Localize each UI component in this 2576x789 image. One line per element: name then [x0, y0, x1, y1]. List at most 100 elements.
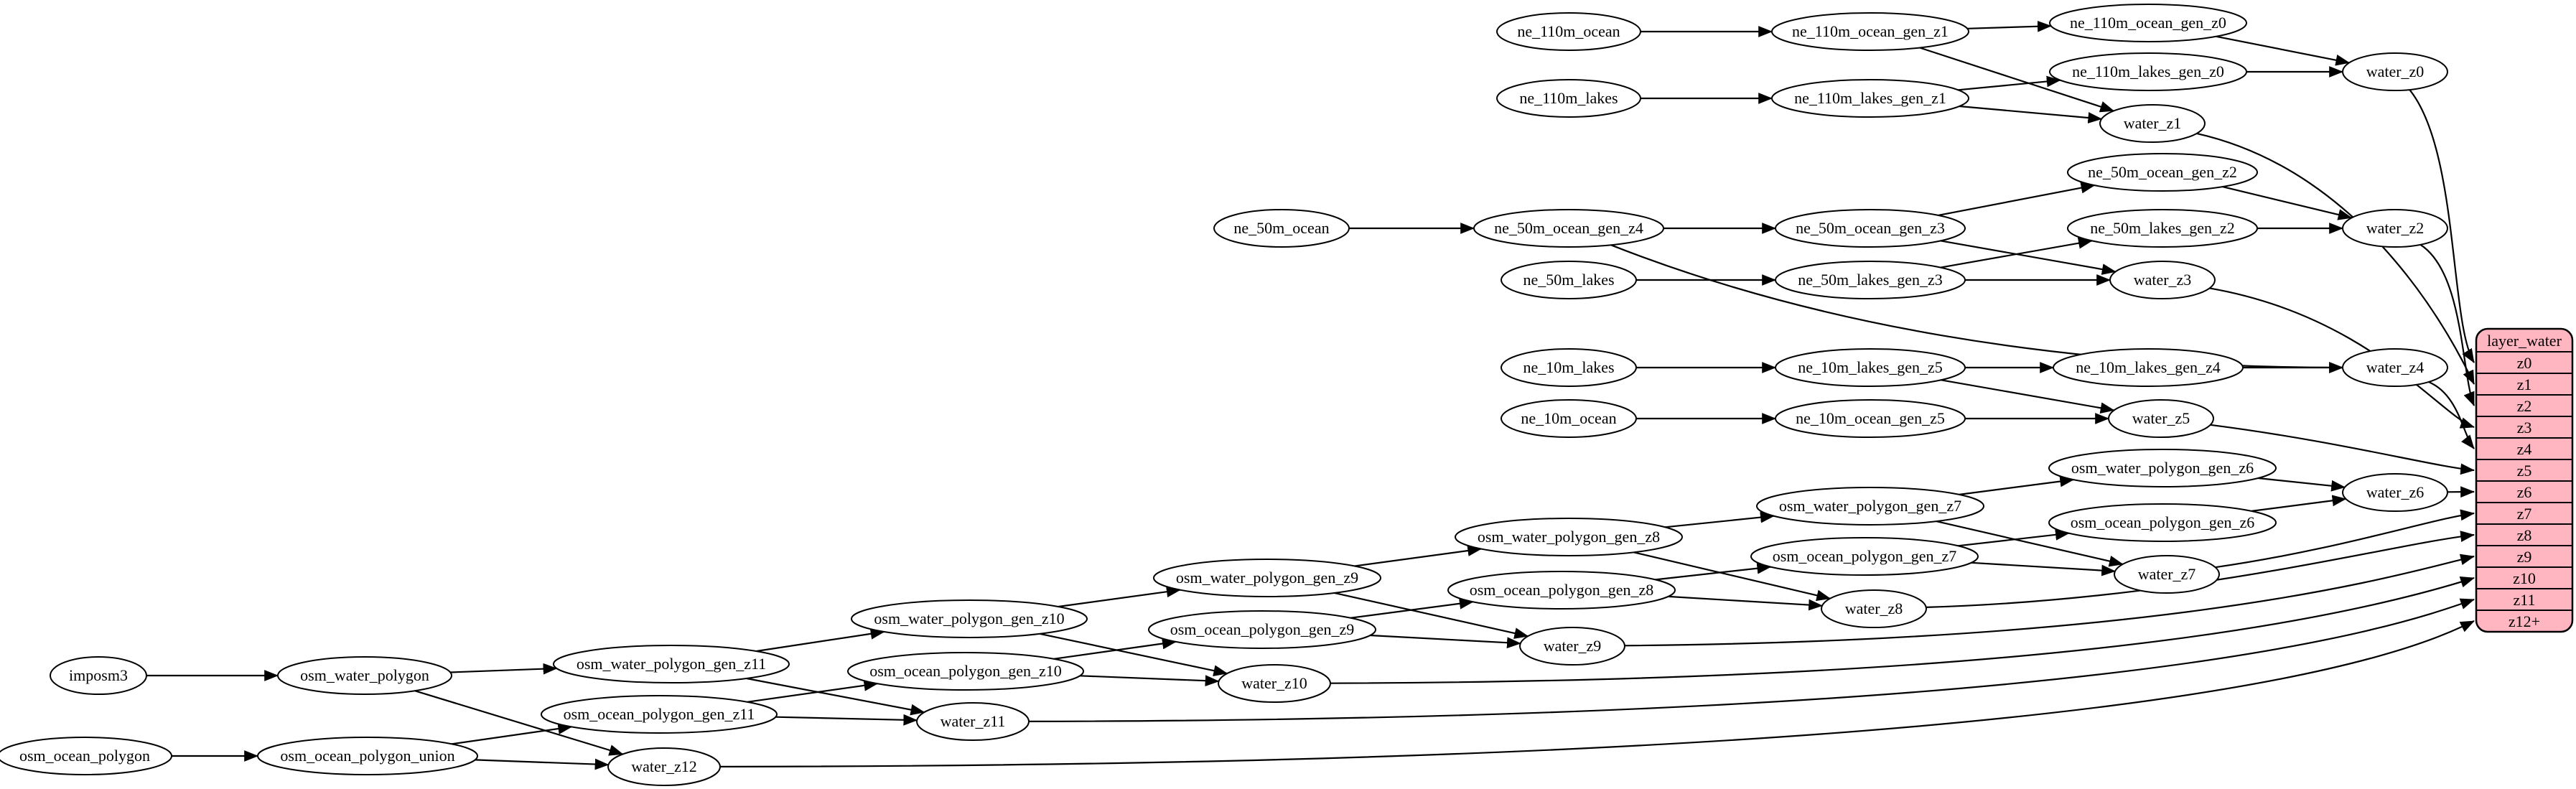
graph-edge-water_z0-to-layer_water:z0 [2409, 89, 2475, 363]
graph-edge-ne_110m_ocean_gen_z1-to-water_z1 [1919, 47, 2115, 113]
graph-node-ne_10m_ocean_gen_z5: ne_10m_ocean_gen_z5 [1775, 399, 1966, 438]
graph-node-water_z5: water_z5 [2108, 399, 2214, 438]
graph-node-ne_10m_ocean: ne_10m_ocean [1501, 399, 1637, 438]
layer-water-row-z2: z2 [2517, 397, 2532, 415]
graph-node-imposm3: imposm3 [50, 656, 147, 695]
graph-node-ne_50m_ocean_gen_z2: ne_50m_ocean_gen_z2 [2067, 153, 2258, 192]
graph-node-label-osm_ocean_polygon_union: osm_ocean_polygon_union [280, 747, 454, 765]
layer-water-title: layer_water [2487, 332, 2562, 350]
graph-edge-osm_water_polygon_gen_z9-to-water_z9 [1334, 592, 1529, 639]
graph-nodes: ne_110m_ocean ne_110m_ocean_gen_z1 ne_110m… [0, 4, 2448, 786]
graph-node-label-osm_ocean_polygon_gen_z8: osm_ocean_polygon_gen_z8 [1470, 581, 1654, 599]
graph-edge-osm_ocean_polygon_gen_z8-to-osm_ocean_polygon_gen_z7 [1655, 562, 1772, 581]
graph-node-osm_ocean_polygon_gen_z7: osm_ocean_polygon_gen_z7 [1750, 537, 1979, 576]
graph-edge-ne_50m_ocean_gen_z3-to-water_z3 [1941, 240, 2117, 275]
layer-water-row-z12+: z12+ [2509, 612, 2540, 630]
graph-node-label-osm_water_polygon_gen_z11: osm_water_polygon_gen_z11 [577, 655, 766, 673]
layer-water-row-z6: z6 [2517, 483, 2532, 501]
graph-node-label-water_z9: water_z9 [1544, 637, 1602, 655]
graph-edge-water_z8-to-layer_water:z8 [1926, 531, 2475, 608]
graph-node-label-water_z0: water_z0 [2366, 62, 2425, 80]
graph-edge-osm_ocean_polygon_gen_z7-to-water_z7 [1971, 561, 2116, 576]
layer-water-row-z4: z4 [2517, 440, 2532, 458]
graph-edge-osm_ocean_polygon_gen_z10-to-water_z10 [1080, 675, 1220, 687]
graph-edge-osm_water_polygon_gen_z11-to-osm_water_polygon_gen_z10 [756, 627, 885, 653]
graph-edge-osm_ocean_polygon_union-to-osm_ocean_polygon_gen_z11 [451, 723, 573, 745]
graph-node-label-osm_ocean_polygon: osm_ocean_polygon [19, 747, 150, 765]
graph-node-label-water_z1: water_z1 [2124, 114, 2182, 132]
graph-node-ne_50m_lakes: ne_50m_lakes [1501, 261, 1637, 299]
graph-edge-water_z5-to-layer_water:z5 [2210, 424, 2475, 475]
graph-node-water_z0: water_z0 [2342, 52, 2448, 91]
graph-node-osm_water_polygon_gen_z7: osm_water_polygon_gen_z7 [1756, 487, 1984, 526]
graph-node-osm_ocean_polygon_gen_z9: osm_ocean_polygon_gen_z9 [1148, 610, 1376, 649]
graph-node-label-osm_water_polygon_gen_z6: osm_water_polygon_gen_z6 [2071, 459, 2254, 477]
graph-node-label-osm_water_polygon_gen_z8: osm_water_polygon_gen_z8 [1478, 528, 1660, 546]
graph-node-label-osm_ocean_polygon_gen_z11: osm_ocean_polygon_gen_z11 [564, 705, 755, 723]
graph-node-water_z10: water_z10 [1218, 664, 1331, 703]
graph-edge-osm_ocean_polygon_union-to-water_z12 [475, 758, 610, 770]
graph-node-label-ne_10m_ocean_gen_z5: ne_10m_ocean_gen_z5 [1796, 409, 1945, 427]
graph-node-label-osm_ocean_polygon_gen_z10: osm_ocean_polygon_gen_z10 [869, 662, 1062, 680]
layer-water-row-z3: z3 [2517, 419, 2532, 436]
graph-node-osm_ocean_polygon_union: osm_ocean_polygon_union [257, 737, 478, 775]
graph-edge-osm_ocean_polygon_gen_z11-to-water_z11 [775, 714, 918, 726]
graph-node-osm_ocean_polygon_gen_z10: osm_ocean_polygon_gen_z10 [847, 652, 1084, 691]
graph-edge-osm_water_polygon-to-osm_water_polygon_gen_z11 [450, 663, 558, 675]
graph-node-label-imposm3: imposm3 [69, 666, 128, 684]
layer-water-row-z11: z11 [2514, 591, 2536, 609]
graph-edge-osm_ocean_polygon_gen_z7-to-osm_ocean_polygon_gen_z6 [1958, 528, 2070, 547]
graph-node-water_z6: water_z6 [2342, 473, 2448, 512]
graph-edge-water_z10-to-layer_water:z10 [1330, 576, 2475, 684]
graph-node-label-osm_water_polygon_gen_z10: osm_water_polygon_gen_z10 [874, 610, 1064, 627]
graph-node-label-ne_50m_lakes_gen_z3: ne_50m_lakes_gen_z3 [1798, 271, 1943, 289]
graph-node-label-water_z10: water_z10 [1241, 674, 1307, 692]
graph-edge-ne_50m_ocean_gen_z2-to-water_z2 [2222, 186, 2353, 220]
graph-edge-ne_110m_lakes_gen_z1-to-ne_110m_lakes_gen_z0 [1958, 75, 2061, 91]
graph-edge-osm_water_polygon-to-water_z12 [414, 690, 624, 756]
graph-node-label-osm_ocean_polygon_gen_z7: osm_ocean_polygon_gen_z7 [1773, 547, 1957, 565]
graph-node-osm_ocean_polygon_gen_z6: osm_ocean_polygon_gen_z6 [2048, 503, 2277, 542]
graph-node-label-osm_water_polygon_gen_z9: osm_water_polygon_gen_z9 [1176, 569, 1358, 587]
graph-node-label-water_z12: water_z12 [631, 757, 697, 775]
graph-edge-osm_water_polygon_gen_z11-to-water_z11 [746, 677, 925, 716]
graph-edge-osm_ocean_polygon_gen_z11-to-osm_ocean_polygon_gen_z10 [747, 679, 879, 703]
graph-node-label-water_z4: water_z4 [2366, 358, 2425, 376]
graph-node-ne_110m_ocean_gen_z0: ne_110m_ocean_gen_z0 [2049, 4, 2247, 42]
graph-node-label-ne_10m_lakes_gen_z5: ne_10m_lakes_gen_z5 [1798, 358, 1943, 376]
graph-edge-osm_water_polygon_gen_z7-to-osm_water_polygon_gen_z6 [1959, 475, 2075, 495]
graph-edge-osm_ocean_polygon_gen_z6-to-water_z6 [2251, 495, 2347, 512]
layer-water-row-z7: z7 [2517, 505, 2532, 523]
layer-water-row-z0: z0 [2517, 354, 2532, 372]
graph-node-water_z11: water_z11 [916, 702, 1030, 741]
graph-node-label-ne_110m_lakes_gen_z0: ne_110m_lakes_gen_z0 [2072, 62, 2224, 80]
graph-node-ne_50m_lakes_gen_z3: ne_50m_lakes_gen_z3 [1775, 261, 1966, 299]
graph-node-label-osm_ocean_polygon_gen_z6: osm_ocean_polygon_gen_z6 [2071, 513, 2255, 531]
layer-water-row-z8: z8 [2517, 526, 2532, 544]
graph-node-osm_water_polygon_gen_z10: osm_water_polygon_gen_z10 [851, 599, 1088, 638]
graph-node-ne_110m_ocean: ne_110m_ocean [1496, 12, 1641, 51]
graph-edge-osm_water_polygon_gen_z6-to-water_z6 [2258, 477, 2346, 492]
graph-node-ne_110m_lakes_gen_z1: ne_110m_lakes_gen_z1 [1771, 79, 1969, 118]
graph-node-osm_water_polygon_gen_z8: osm_water_polygon_gen_z8 [1455, 518, 1683, 556]
graph-edge-ne_110m_lakes_gen_z1-to-water_z1 [1959, 105, 2103, 123]
graph-node-ne_50m_ocean_gen_z3: ne_50m_ocean_gen_z3 [1775, 209, 1966, 248]
graph-node-label-water_z6: water_z6 [2366, 483, 2425, 501]
graph-node-label-water_z3: water_z3 [2134, 271, 2192, 289]
graph-node-label-ne_110m_ocean_gen_z1: ne_110m_ocean_gen_z1 [1792, 22, 1949, 40]
graph-node-label-osm_water_polygon_gen_z7: osm_water_polygon_gen_z7 [1779, 497, 1961, 515]
graph-node-label-ne_50m_ocean_gen_z2: ne_50m_ocean_gen_z2 [2088, 163, 2237, 181]
graph-edge-osm_ocean_polygon_gen_z9-to-osm_ocean_polygon_gen_z8 [1350, 597, 1474, 619]
graph-node-water_z9: water_z9 [1519, 627, 1625, 666]
graph-edge-osm_water_polygon_gen_z7-to-water_z7 [1936, 520, 2124, 567]
graph-edge-ne_50m_lakes_gen_z3-to-ne_50m_lakes_gen_z2 [1941, 237, 2093, 269]
graph-edge-water_z1-to-layer_water:z1 [2196, 132, 2475, 385]
graph-edge-osm_ocean_polygon_gen_z8-to-water_z8 [1668, 595, 1823, 611]
graph-edge-water_z12-to-layer_water:z12+ [719, 620, 2475, 767]
graph-node-label-ne_50m_lakes_gen_z2: ne_50m_lakes_gen_z2 [2090, 219, 2235, 237]
graph-node-osm_water_polygon_gen_z11: osm_water_polygon_gen_z11 [553, 645, 790, 683]
graph-node-label-osm_water_polygon: osm_water_polygon [300, 666, 429, 684]
graph-node-water_z3: water_z3 [2109, 261, 2216, 299]
